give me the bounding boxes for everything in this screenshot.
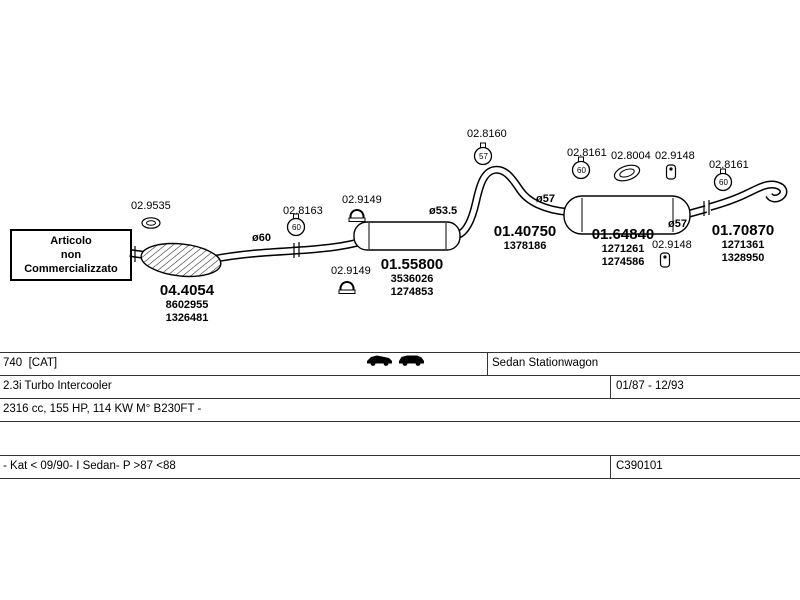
- part-code: 1271361: [721, 239, 765, 251]
- table-divider: [610, 375, 611, 398]
- stationwagon-icon: [399, 355, 424, 366]
- part-code: 1271261: [601, 243, 645, 255]
- part-label-02-9149-bottom: 02.9149: [331, 265, 371, 277]
- table-rule: [0, 352, 800, 353]
- model-cell: 740 [CAT]: [3, 357, 58, 369]
- part-block-catalyst: 04.4054 8602955 1326481: [144, 282, 230, 325]
- saddle-clamp-icon-bottom: [338, 281, 356, 294]
- rear-muffler-drawing: [563, 195, 691, 235]
- table-divider: [487, 352, 488, 375]
- clamp-size-028161-right: 60: [719, 178, 728, 187]
- oval-gasket-icon: [613, 164, 641, 182]
- table-divider: [610, 455, 611, 478]
- part-label-02-8163: 02.8163: [283, 205, 323, 217]
- table-rule: [0, 375, 800, 376]
- clamp-icon-028163: [286, 213, 306, 237]
- part-label-02-8004: 02.8004: [611, 150, 651, 162]
- saddle-clamp-icon-top: [348, 209, 366, 222]
- body-styles-cell: Sedan Stationwagon: [492, 357, 599, 369]
- clamp-icon-028160: [473, 142, 493, 166]
- period-cell: 01/87 - 12/93: [616, 380, 684, 392]
- notice-line: non: [60, 249, 82, 261]
- hanger-icon-top: [665, 164, 677, 180]
- part-block-front-pipe: 01.40750 1378186: [479, 223, 571, 253]
- part-label-02-8160: 02.8160: [467, 128, 507, 140]
- table-rule: [0, 455, 800, 456]
- part-code: 3536026: [390, 273, 434, 285]
- gasket-ring-icon: [141, 217, 161, 229]
- table-rule: [0, 398, 800, 399]
- part-number: 04.4054: [159, 282, 215, 299]
- sedan-icon: [367, 355, 392, 366]
- part-code: 1274853: [390, 286, 434, 298]
- part-block-tail-pipe: 01.70870 1271361 1328950: [697, 222, 789, 265]
- part-label-02-9148-bottom: 02.9148: [652, 239, 692, 251]
- part-number: 01.64840: [591, 226, 655, 243]
- part-label-02-9535: 02.9535: [131, 200, 171, 212]
- part-number: 01.40750: [493, 223, 557, 240]
- table-rule: [0, 478, 800, 479]
- clamp-icon-028161-left: [571, 156, 591, 180]
- hanger-icon-bottom: [659, 252, 671, 268]
- diameter-label-57-pipe: ø57: [536, 193, 555, 205]
- part-number: 01.70870: [711, 222, 775, 239]
- clamp-icon-028161-right: [713, 168, 733, 192]
- part-number: 01.55800: [380, 256, 444, 273]
- notice-line: Commercializzato: [24, 263, 118, 275]
- spec-cell: 2316 cc, 155 HP, 114 KW M° B230FT -: [3, 403, 202, 415]
- clamp-size-028161-left: 60: [577, 166, 586, 175]
- clamp-size-028160: 57: [479, 152, 488, 161]
- notice-line: Articolo: [50, 235, 92, 247]
- diameter-label-57-rear: ø57: [668, 218, 687, 230]
- diameter-label-53-5: ø53.5: [429, 205, 458, 217]
- catalog-code-cell: C390101: [616, 460, 663, 472]
- part-label-02-9148-top: 02.9148: [655, 150, 695, 162]
- part-block-rear-muffler: 01.64840 1271261 1274586: [577, 226, 669, 269]
- middle-muffler-drawing: [353, 221, 461, 251]
- part-code: 1326481: [165, 312, 209, 324]
- part-label-02-9149-top: 02.9149: [342, 194, 382, 206]
- clamp-size-028163: 60: [292, 223, 301, 232]
- part-label-02-8161-right: 02.8161: [709, 159, 749, 171]
- part-code: 8602955: [165, 299, 209, 311]
- catalytic-converter-drawing: [140, 242, 222, 278]
- part-code: 1328950: [721, 252, 765, 264]
- part-code: 1274586: [601, 256, 645, 268]
- diameter-label-60: ø60: [252, 232, 271, 244]
- part-label-02-8161-left: 02.8161: [567, 147, 607, 159]
- note-cell: - Kat < 09/90- I Sedan- P >87 <88: [3, 460, 176, 472]
- part-code: 1378186: [503, 240, 547, 252]
- engine-cell: 2.3i Turbo Intercooler: [3, 380, 112, 392]
- not-commercialized-box: Articolo non Commercializzato: [10, 229, 132, 281]
- part-block-mid-muffler: 01.55800 3536026 1274853: [366, 256, 458, 299]
- table-rule: [0, 421, 800, 422]
